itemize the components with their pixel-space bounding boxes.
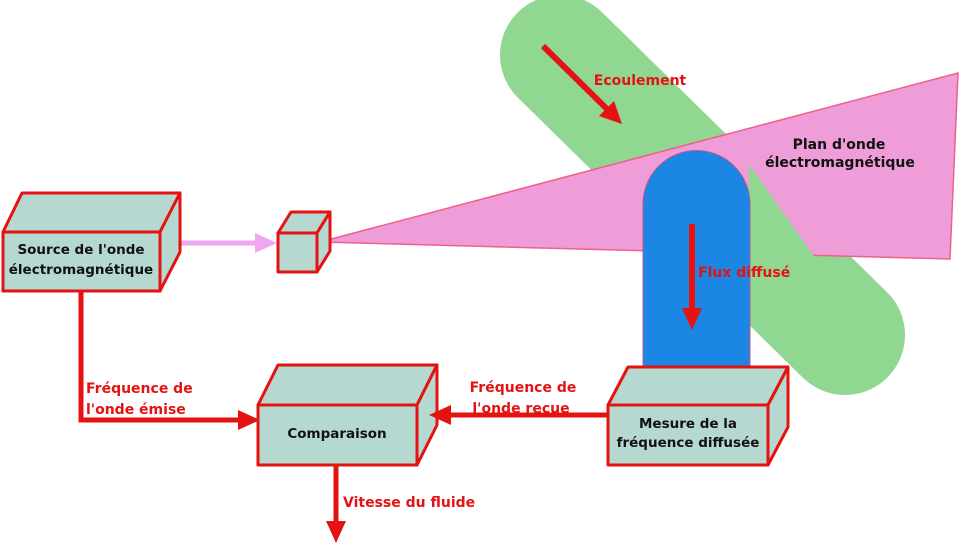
vitesse-fluide-arrow: [326, 466, 346, 543]
emitted-beam-arrow: [177, 233, 277, 253]
source-box-top-face: [1, 191, 182, 234]
comparaison-box-label: Comparaison: [287, 426, 386, 442]
flux-diffuse-arrow: [682, 224, 702, 330]
source-box: [1, 191, 182, 293]
freq-emise-arrow: [78, 291, 260, 430]
mesure-box-label-line1: Mesure de la: [639, 416, 737, 432]
mesure-box-front-face: [606, 403, 770, 467]
mesure-box: [606, 365, 790, 467]
mesure-box-top-face: [606, 365, 790, 407]
ecoulement-label: Ecoulement: [594, 73, 687, 89]
plan-onde-label-line2: électromagnétique: [765, 155, 915, 171]
freq-emise-arrow-line: [78, 291, 240, 423]
comparaison-box-top-face: [256, 363, 439, 407]
flux-diffuse-arrowhead-icon: [682, 308, 702, 330]
wave-plane: [319, 72, 959, 260]
flow-band-front-section: [749, 164, 818, 262]
emitted-beam-arrowhead-icon: [255, 233, 277, 253]
freq-emise-arrowhead-icon: [238, 410, 260, 430]
scattered-flux-column: [642, 150, 751, 375]
emitter-cube-front-face: [276, 231, 319, 274]
mesure-box-label-line2: fréquence diffusée: [617, 435, 760, 451]
freq-recue-arrowhead-icon: [429, 405, 451, 425]
freq-emise-label-line1: Fréquence de: [86, 381, 193, 397]
emitter-cube: [276, 210, 332, 274]
comparaison-box: [256, 363, 439, 467]
ecoulement-arrow: [540, 43, 622, 124]
freq-emise-label-line2: l'onde émise: [86, 402, 186, 418]
freq-recue-arrow: [429, 405, 607, 425]
vitesse-fluide-label: Vitesse du fluide: [343, 495, 475, 511]
source-box-label-line2: électromagnétique: [9, 262, 153, 278]
plan-onde-label-line1: Plan d'onde: [793, 137, 886, 153]
vitesse-fluide-arrowhead-icon: [326, 521, 346, 543]
freq-recue-label-line1: Fréquence de: [470, 380, 577, 396]
source-box-front-face: [1, 230, 162, 293]
comparaison-box-front-face: [256, 403, 419, 467]
flux-diffuse-label: Flux diffusé: [698, 265, 790, 281]
source-box-label-line1: Source de l'onde: [17, 242, 144, 258]
freq-recue-label-line2: l'onde reçue: [472, 401, 569, 417]
ecoulement-arrowhead-icon: [599, 101, 622, 124]
ecoulement-arrow-line: [540, 43, 611, 113]
